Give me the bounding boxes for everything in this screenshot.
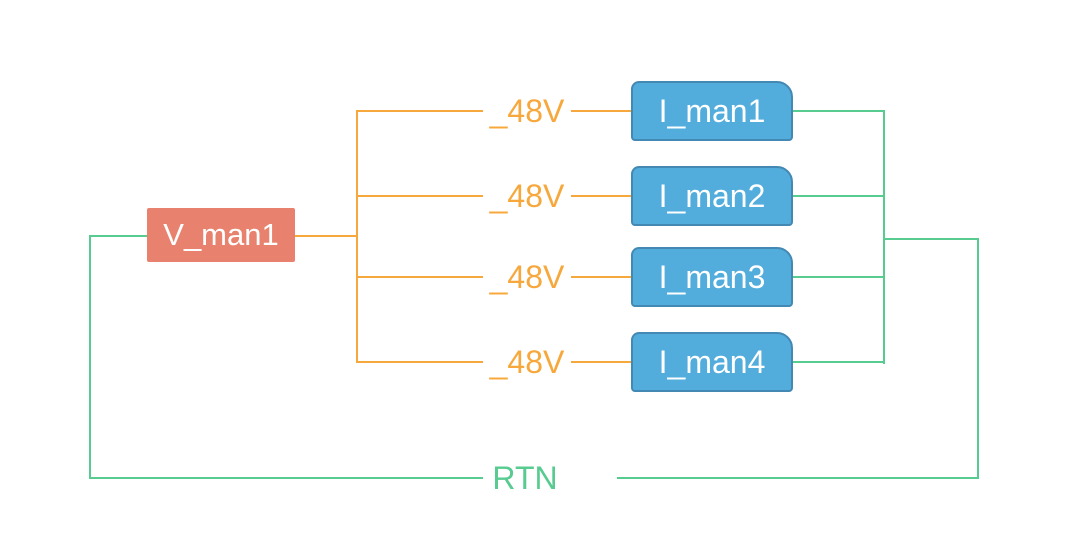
load-box-label: I_man2 [658, 177, 766, 214]
supply-branch3-line-right [571, 276, 631, 278]
supply-branch4-line-right [571, 361, 631, 363]
return-bridge-line [883, 238, 979, 240]
load-box-i-man1: I_man1 [631, 81, 793, 141]
return-stub-line-3 [793, 276, 885, 278]
load-box-label: I_man3 [658, 258, 766, 295]
supply-wire-label-4: _48V [489, 344, 565, 380]
return-source-stub-line [90, 235, 147, 237]
return-left-vertical-line [89, 235, 91, 478]
return-bottom-left-line [89, 477, 483, 479]
return-right-vertical-line [977, 238, 979, 479]
return-inner-vertical-line [883, 110, 885, 364]
supply-branch1-line-left [356, 110, 483, 112]
supply-branch3-line-left [356, 276, 483, 278]
supply-branch2-line-left [356, 195, 483, 197]
supply-source-stub-line [295, 235, 357, 237]
supply-branch1-line-right [571, 110, 631, 112]
source-box-label: V_man1 [163, 217, 279, 252]
return-stub-line-1 [793, 110, 885, 112]
load-box-i-man4: I_man4 [631, 332, 793, 392]
load-box-label: I_man1 [658, 92, 766, 129]
return-stub-line-2 [793, 195, 885, 197]
supply-bus-line [356, 110, 358, 363]
load-box-i-man2: I_man2 [631, 166, 793, 226]
supply-wire-label-2: _48V [489, 178, 565, 214]
supply-wire-label-3: _48V [489, 259, 565, 295]
supply-branch4-line-left [356, 361, 483, 363]
return-bottom-right-line [617, 477, 979, 479]
load-box-i-man3: I_man3 [631, 247, 793, 307]
return-stub-line-4 [793, 361, 885, 363]
load-box-label: I_man4 [658, 343, 766, 380]
return-wire-label: RTN [492, 460, 558, 496]
supply-branch2-line-right [571, 195, 631, 197]
supply-wire-label-1: _48V [489, 93, 565, 129]
source-box-v-man1: V_man1 [147, 208, 295, 262]
